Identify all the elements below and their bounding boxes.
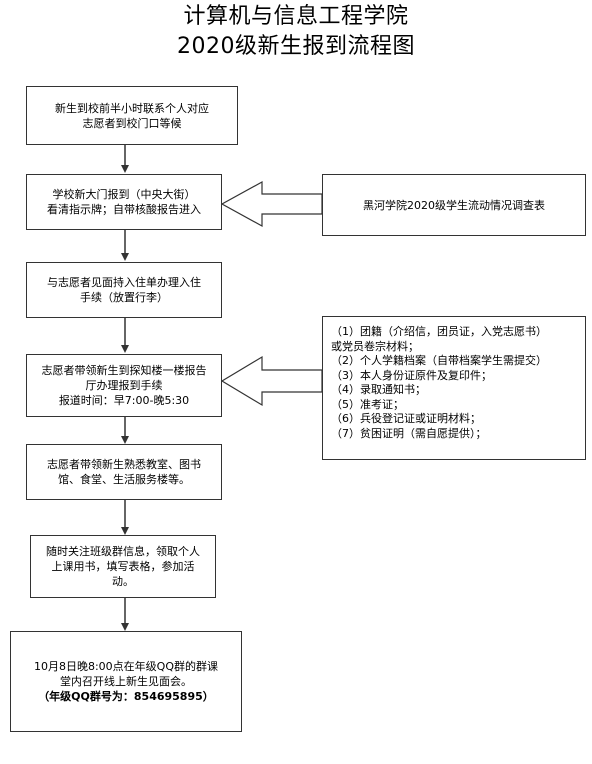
survey-label: 黑河学院2020级学生流动情况调查表 — [363, 198, 545, 212]
step-6-line-1: 随时关注班级群信息，领取个人 — [46, 545, 200, 558]
materials-box: （1）团籍（介绍信，团员证，入党志愿书） 或党员卷宗材料； （2）个人学籍档案（… — [322, 316, 586, 460]
step-7-box: 10月8日晚8:00点在年级QQ群的群课 堂内召开线上新生见面会。 （年级QQ群… — [10, 631, 242, 732]
step-6-line-3: 动。 — [112, 575, 134, 588]
block-arrow-survey — [220, 180, 323, 228]
step-2-line-1: 学校新大门报到（中央大街） — [52, 188, 196, 201]
material-item-7: （7）贫困证明（需自愿提供）； — [331, 426, 487, 440]
material-item-1: （1）团籍（介绍信，团员证，入党志愿书） — [331, 325, 547, 338]
step-1-line-1: 新生到校前半小时联系个人对应 — [55, 101, 209, 115]
step-7-line-1: 10月8日晚8:00点在年级QQ群的群课 — [33, 660, 218, 673]
step-2-line-2: 看清指示牌；自带核酸报告进入 — [47, 203, 201, 216]
step-3-line-2: 手续（放置行李） — [80, 291, 168, 304]
step-3-box: 与志愿者见面持入住单办理入住 手续（放置行李） — [26, 262, 222, 318]
step-1-line-2: 志愿者到校门口等候 — [82, 116, 182, 130]
step-2-box: 学校新大门报到（中央大街） 看清指示牌；自带核酸报告进入 — [26, 174, 222, 230]
material-item-5: （5）准考证； — [331, 397, 404, 411]
step-7-line-3: （年级QQ群号为：854695895） — [38, 690, 214, 703]
material-item-6: （6）兵役登记证或证明材料； — [331, 412, 481, 425]
step-7-line-2: 堂内召开线上新生见面会。 — [59, 675, 192, 688]
step-6-box: 随时关注班级群信息，领取个人 上课用书，填写表格，参加活 动。 — [30, 535, 216, 598]
page-title: 计算机与信息工程学院 — [183, 4, 409, 29]
step-4-line-3: 报道时间：早7:00-晚5:30 — [58, 394, 190, 407]
step-5-box: 志愿者带领新生熟悉教室、图书 馆、食堂、生活服务楼等。 — [26, 444, 222, 500]
step-4-box: 志愿者带领新生到探知楼一楼报告 厅办理报到手续 报道时间：早7:00-晚5:30 — [26, 354, 222, 417]
materials-list: （1）团籍（介绍信，团员证，入党志愿书） 或党员卷宗材料； （2）个人学籍档案（… — [331, 325, 547, 441]
step-5-line-2: 馆、食堂、生活服务楼等。 — [58, 473, 190, 486]
step-1-box: 新生到校前半小时联系个人对应 志愿者到校门口等候 — [26, 86, 238, 145]
material-item-3: （3）本人身份证原件及复印件； — [331, 368, 492, 382]
material-item-4: （4）录取通知书； — [331, 383, 426, 396]
block-arrow-materials — [220, 355, 323, 407]
material-item-2: （2）个人学籍档案（自带档案学生需提交） — [331, 354, 547, 367]
step-4-line-2: 厅办理报到手续 — [85, 379, 163, 392]
page-subtitle: 2020级新生报到流程图 — [177, 34, 415, 59]
survey-box: 黑河学院2020级学生流动情况调查表 — [322, 174, 586, 236]
material-item-1-cont: 或党员卷宗材料； — [331, 339, 419, 353]
step-6-line-2: 上课用书，填写表格，参加活 — [51, 560, 195, 573]
step-3-line-1: 与志愿者见面持入住单办理入住 — [47, 276, 201, 289]
step-4-line-1: 志愿者带领新生到探知楼一楼报告 — [41, 364, 207, 377]
step-5-line-1: 志愿者带领新生熟悉教室、图书 — [47, 458, 201, 471]
